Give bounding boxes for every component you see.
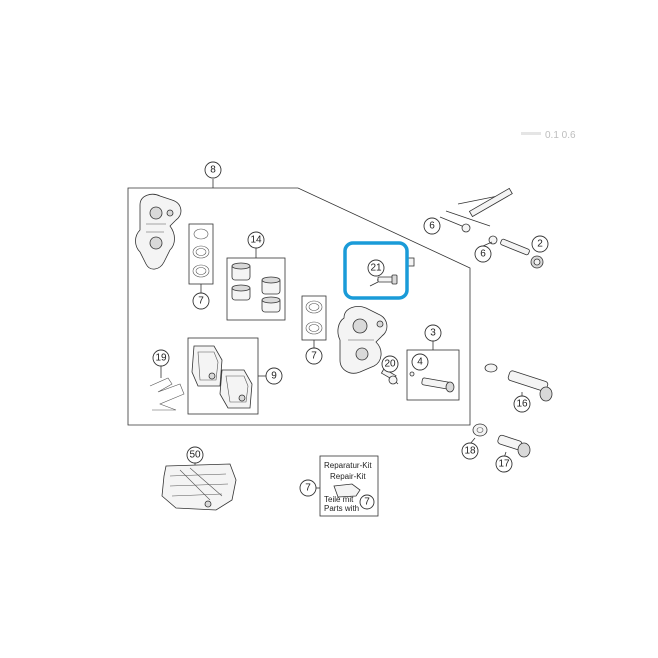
callout-21: 21: [367, 259, 385, 277]
repair-kit-line3: Teile mit: [324, 495, 354, 504]
callout-20: 20: [381, 355, 399, 373]
callout-7b: 7: [305, 347, 323, 365]
callout-14: 14: [247, 231, 265, 249]
repair-kit-line1: Reparatur-Kit: [324, 461, 372, 470]
callout-17: 17: [495, 455, 513, 473]
svg-text:8: 8: [210, 165, 216, 176]
svg-text:18: 18: [464, 446, 476, 457]
callout-6b: 6: [474, 245, 492, 263]
svg-text:6: 6: [429, 221, 435, 232]
svg-text:14: 14: [250, 235, 262, 246]
svg-text:6: 6: [480, 249, 486, 260]
brake-pads-box: [187, 337, 266, 415]
caliper-bracket: [135, 193, 182, 270]
svg-text:50: 50: [189, 450, 201, 461]
svg-text:20: 20: [384, 359, 396, 370]
part-21-bleed-valve: [369, 274, 398, 287]
highlight-frame: [343, 241, 409, 300]
svg-text:17: 17: [498, 459, 510, 470]
callout-2: 2: [531, 235, 549, 253]
callout-7a: 7: [192, 292, 210, 310]
svg-text:16: 16: [516, 399, 528, 410]
callout-18: 18: [461, 442, 479, 460]
guide-pin-box: [406, 341, 460, 401]
repair-kit-line4: Parts with: [324, 504, 359, 513]
right-pins: [469, 363, 553, 459]
callout-9: 9: [265, 367, 283, 385]
version-label: 0.1 0.6: [545, 130, 576, 141]
svg-text:7: 7: [364, 497, 370, 508]
callout-4: 4: [411, 353, 429, 371]
callout-19: 19: [152, 349, 170, 367]
svg-text:7: 7: [198, 296, 204, 307]
callout-6a: 6: [423, 217, 441, 235]
pistons-box: [226, 248, 286, 321]
spring-clip: [149, 366, 185, 411]
callout-7d: 7: [359, 494, 375, 510]
callout-8: 8: [204, 161, 222, 179]
pad-kit: [161, 462, 237, 511]
svg-text:4: 4: [417, 357, 423, 368]
svg-text:19: 19: [155, 353, 167, 364]
callout-50: 50: [186, 446, 204, 464]
callout-3: 3: [424, 324, 442, 342]
svg-text:9: 9: [271, 371, 277, 382]
seal-kit-box-2: [301, 295, 327, 348]
callout-16: 16: [513, 395, 531, 413]
version-bar: [521, 132, 541, 135]
caliper-assembly-outline: [127, 187, 471, 426]
callout-7c: 7: [299, 479, 317, 497]
axle-bolt: [439, 187, 544, 269]
seal-kit-box: [188, 223, 214, 293]
caliper-housing: [337, 257, 415, 374]
svg-text:21: 21: [370, 263, 382, 274]
svg-text:7: 7: [311, 351, 317, 362]
repair-kit-line2: Repair-Kit: [330, 472, 366, 481]
svg-text:7: 7: [305, 483, 311, 494]
svg-text:3: 3: [430, 328, 436, 339]
svg-text:2: 2: [537, 239, 543, 250]
